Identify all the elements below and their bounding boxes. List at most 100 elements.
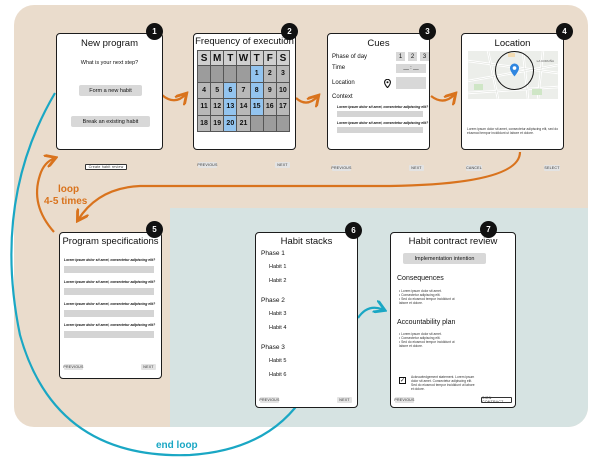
context-label: Context [332,94,353,100]
spec-input-2[interactable] [64,288,154,295]
calendar-day[interactable]: 11 [196,98,212,116]
habit-item[interactable]: Habit 3 [269,311,287,317]
calendar-day[interactable]: 2 [262,65,277,83]
implementation-intention-button[interactable]: Implementation intention [403,253,486,264]
calendar-day[interactable]: 20 [223,114,238,132]
page-title: Habit stacks [280,236,333,247]
next-button[interactable]: NEXT [141,364,156,370]
page-title: Cues [367,38,390,49]
spec-input-1[interactable] [64,266,154,273]
time-field[interactable]: __ : __ [396,64,426,73]
location-pin-icon [384,79,391,88]
location-label: Location [332,80,355,86]
context-question-1: Lorem ipsum dolor sit amet, consectetur … [337,105,429,109]
loop-label-line2: 4-5 times [44,195,88,207]
previous-button[interactable]: PREVIOUS [394,397,415,403]
calendar-day[interactable]: 1 [249,65,264,83]
calendar-day [275,114,291,132]
calendar-day[interactable]: 10 [275,81,291,99]
sign-contract-button[interactable]: SIGN CONTRACT [481,396,512,404]
arrow-1-end-loop [10,92,305,457]
context-question-2: Lorem ipsum dolor sit amet, consectetur … [337,121,429,125]
create-habit-review-button[interactable]: Create habit review [85,164,127,170]
form-new-habit-button[interactable]: Form a new habit [79,85,142,96]
arrow-2-to-3 [295,96,318,103]
next-button[interactable]: NEXT [409,165,424,171]
phase-option-3[interactable]: 3 [420,52,429,61]
bullet-item: • Lorem ipsum dolor sit amet. [399,289,442,293]
next-button[interactable]: NEXT [275,162,290,168]
calendar-day[interactable]: 17 [275,98,291,116]
spec-input-3[interactable] [64,310,154,317]
spec-input-4[interactable] [64,331,154,338]
spec-question-3: Lorem ipsum dolor sit amet, consectetur … [64,302,156,306]
calendar-day[interactable]: 9 [262,81,277,99]
calendar-day[interactable]: 12 [210,98,225,116]
step-badge-5: 5 [146,221,163,238]
habit-item[interactable]: Habit 1 [269,264,287,270]
arrow-loop-back [36,158,55,233]
previous-button[interactable]: PREVIOUS [331,165,352,171]
step-badge-4: 4 [556,23,573,40]
previous-button[interactable]: PREVIOUS [259,397,280,403]
calendar-day[interactable]: 21 [236,114,251,132]
calendar-day[interactable]: 8 [249,81,264,99]
calendar-day[interactable]: 4 [196,81,212,99]
habit-item[interactable]: Habit 2 [269,278,287,284]
acknowledgement-checkbox[interactable]: ✓ [399,377,406,384]
context-input-1[interactable] [337,111,423,117]
accountability-title: Accountability plan [397,319,456,326]
screen-location: Location LA CORUÑA Lorem ipsum dolor sit… [461,33,564,171]
previous-button[interactable]: PREVIOUS [63,364,84,370]
weekday-header: F [262,50,277,66]
map-view[interactable]: LA CORUÑA [468,51,558,99]
bullet-item: • Sed do eiusmod tempor incididunt ut la… [399,297,455,306]
phase-option-1[interactable]: 1 [396,52,405,61]
calendar-day [236,65,251,83]
step-badge-3: 3 [419,23,436,40]
calendar-day[interactable]: 6 [223,81,238,99]
calendar-day[interactable]: 15 [249,98,264,116]
calendar-day [249,114,264,132]
calendar-day[interactable]: 18 [196,114,212,132]
bullet-item: • Lorem ipsum dolor sit amet. [399,332,442,336]
context-input-2[interactable] [337,127,423,133]
select-button[interactable]: SELECT [544,165,560,171]
page-title: Location [494,38,531,49]
calendar-day[interactable]: 16 [262,98,277,116]
end-loop-label: end loop [156,440,198,451]
calendar-day[interactable]: 5 [210,81,225,99]
step-badge-2: 2 [281,23,298,40]
habit-item[interactable]: Habit 4 [269,325,287,331]
phase-heading: Phase 3 [261,344,285,351]
bullet-item: • Consectetur adipiscing elit. [399,293,441,298]
weekday-header: T [249,50,264,66]
bullet-item: • Consectetur adipiscing elit. [399,336,441,341]
question-text: What is your next step? [80,60,139,66]
phase-option-2[interactable]: 2 [408,52,417,61]
weekday-header: S [275,50,291,66]
arrow-3-to-4 [430,94,455,101]
cancel-button[interactable]: CANCEL [466,165,482,171]
calendar-day[interactable]: 3 [275,65,291,83]
next-button[interactable]: NEXT [337,397,352,403]
arrow-6-to-7 [357,308,384,319]
location-field[interactable] [396,77,426,89]
weekday-header: T [223,50,238,66]
step-badge-1: 1 [146,23,163,40]
calendar-day[interactable]: 13 [223,98,238,116]
screen-cues: Cues Phase of day 1 2 3 Time __ : __ Loc… [327,33,430,171]
break-habit-button[interactable]: Break an existing habit [71,116,150,127]
flow-background-teal [170,208,588,427]
calendar-day[interactable]: 19 [210,114,225,132]
habit-item[interactable]: Habit 6 [269,372,287,378]
habit-item[interactable]: Habit 5 [269,358,287,364]
previous-button[interactable]: PREVIOUS [197,162,218,168]
calendar-day[interactable]: 14 [236,98,251,116]
calendar-day[interactable]: 7 [236,81,251,99]
spec-question-1: Lorem ipsum dolor sit amet, consectetur … [64,258,156,262]
